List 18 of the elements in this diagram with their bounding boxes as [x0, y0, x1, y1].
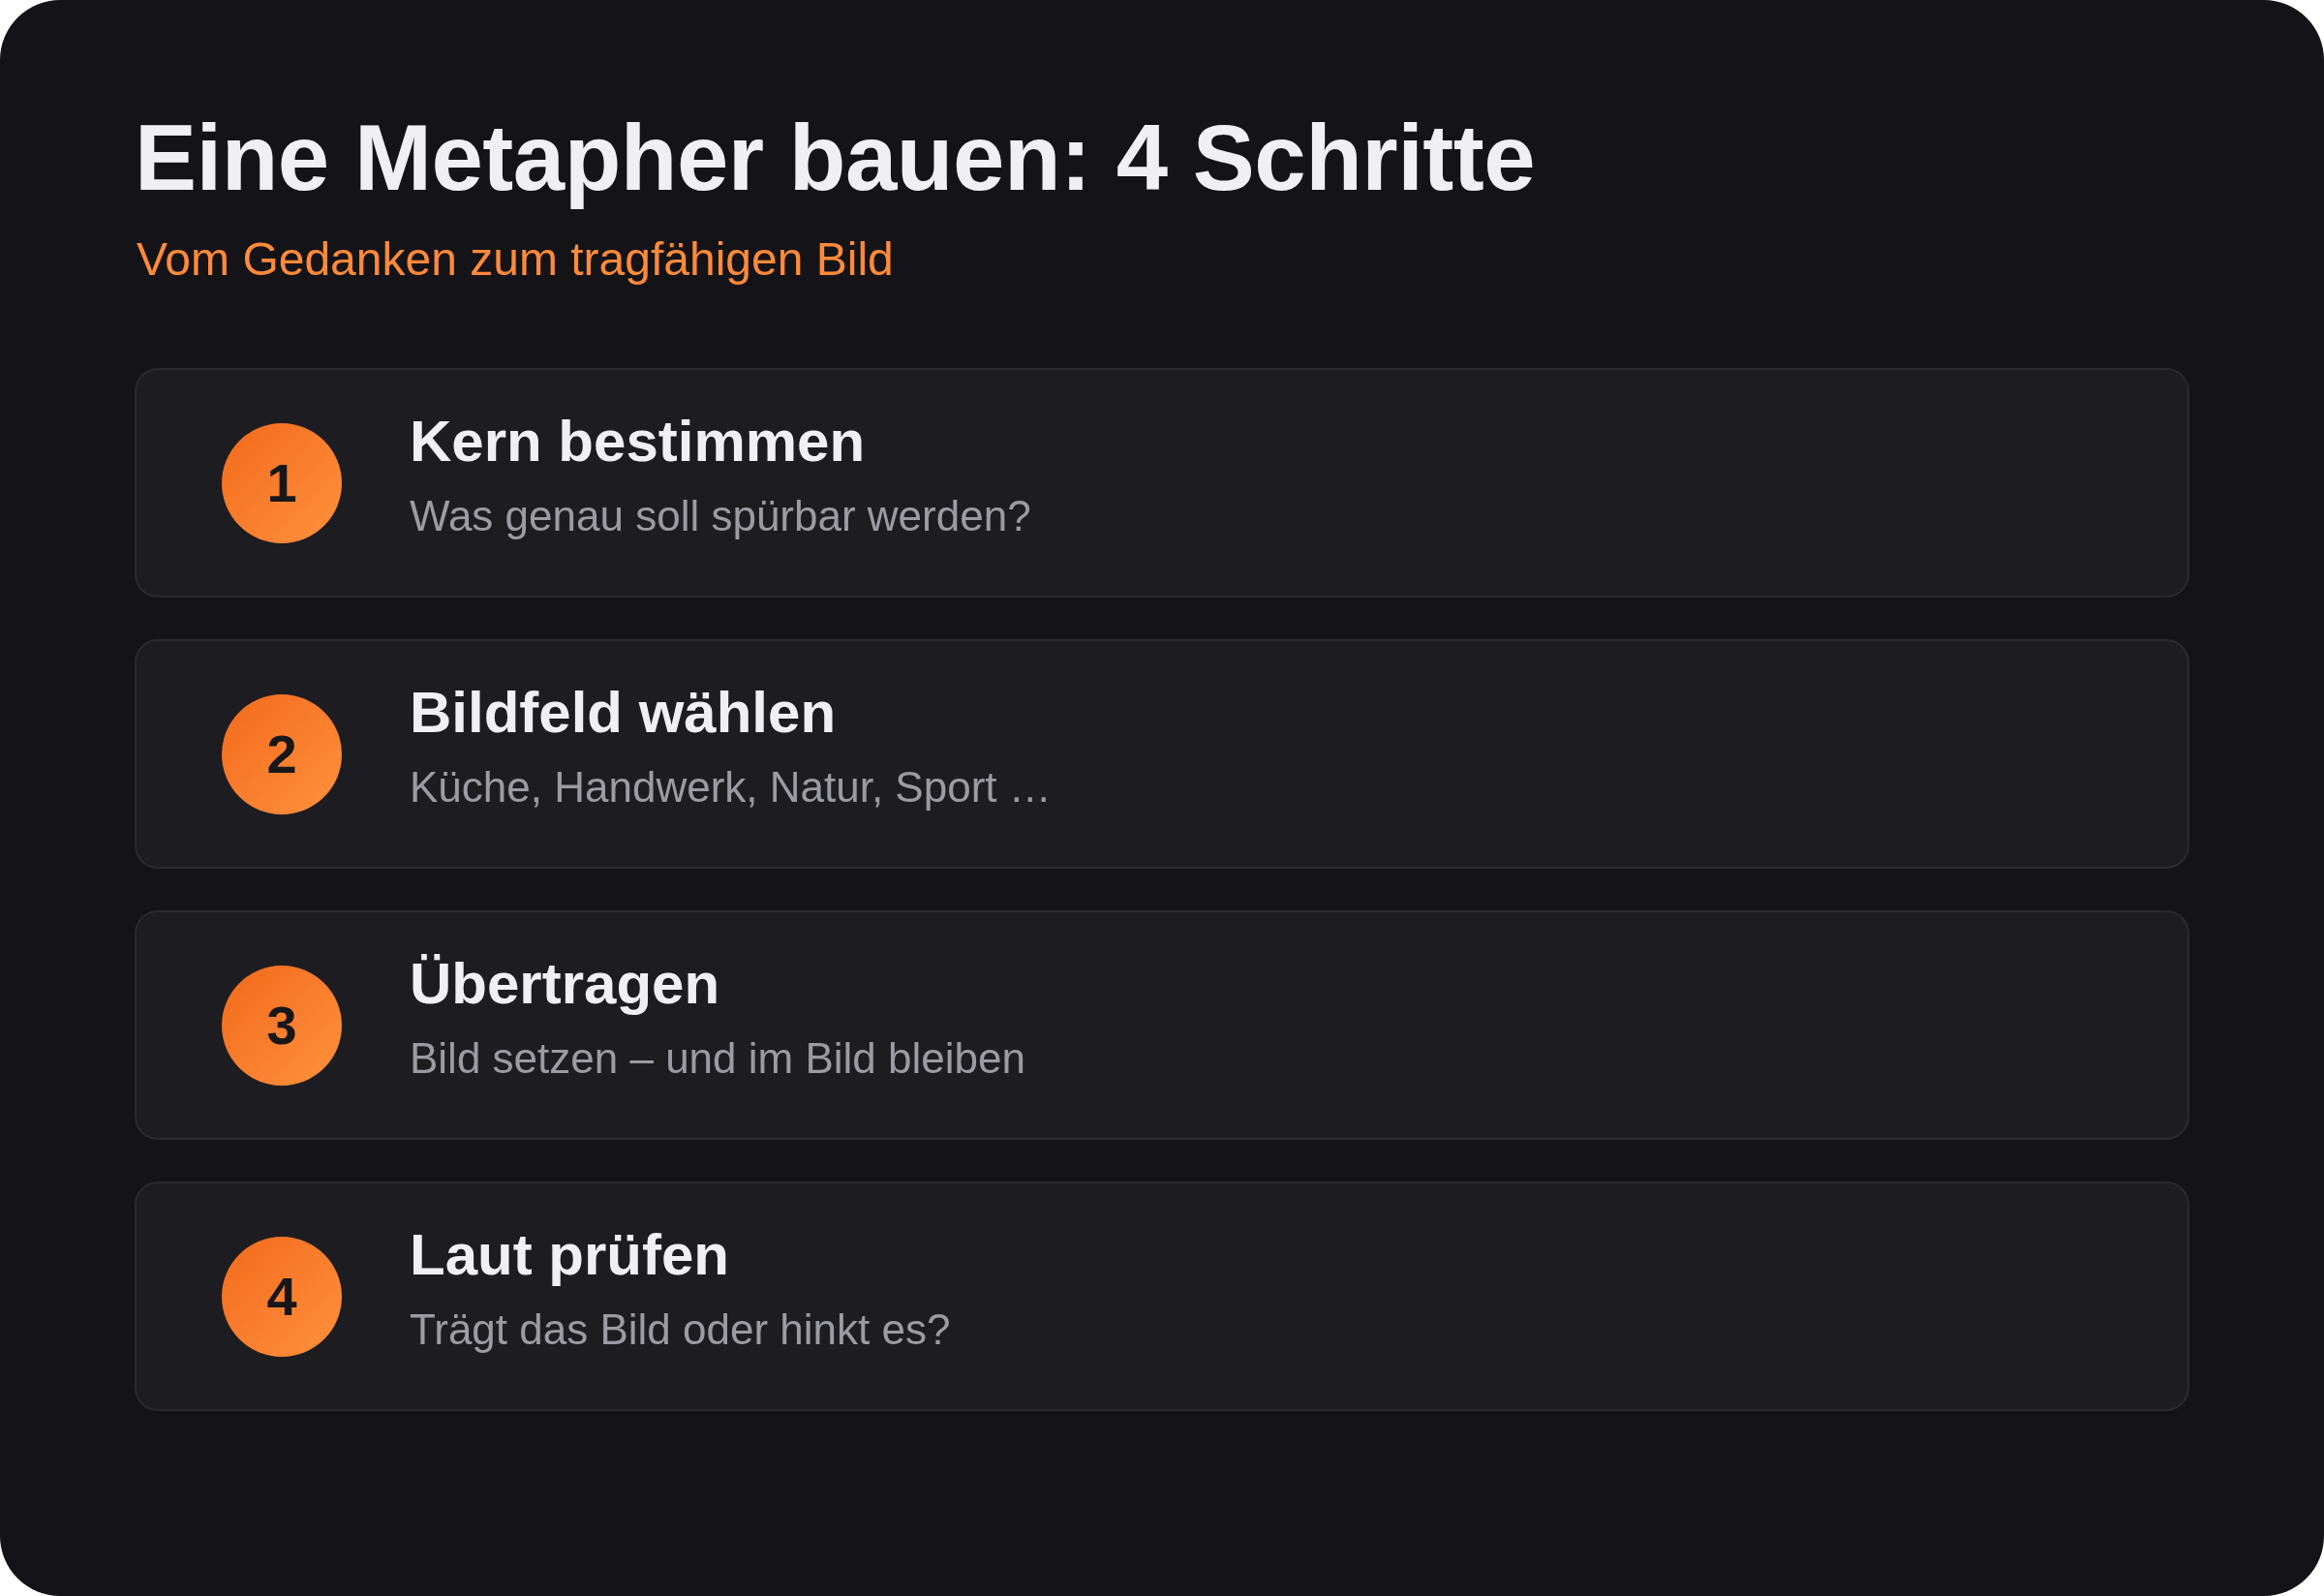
step-card: [135, 639, 2189, 869]
step-card: [135, 368, 2189, 598]
step-card: [135, 1182, 2189, 1411]
step-title: Übertragen: [410, 950, 720, 1017]
step-number: 2: [222, 694, 342, 814]
step-description: Trägt das Bild oder hinkt es?: [410, 1305, 951, 1355]
step-description: Was genau soll spürbar werden?: [410, 492, 1031, 541]
step-title: Laut prüfen: [410, 1221, 729, 1288]
step-description: Bild setzen – und im Bild bleiben: [410, 1034, 1025, 1084]
step-number: 3: [222, 966, 342, 1086]
step-number: 4: [222, 1237, 342, 1357]
step-card: [135, 910, 2189, 1140]
step-number: 1: [222, 423, 342, 543]
step-title: Kern bestimmen: [410, 408, 866, 475]
title: Eine Metapher bauen: 4 Schritte: [135, 105, 1536, 211]
step-title: Bildfeld wählen: [410, 679, 837, 746]
subtitle: Vom Gedanken zum tragfähigen Bild: [137, 232, 894, 287]
step-description: Küche, Handwerk, Natur, Sport …: [410, 763, 1052, 813]
